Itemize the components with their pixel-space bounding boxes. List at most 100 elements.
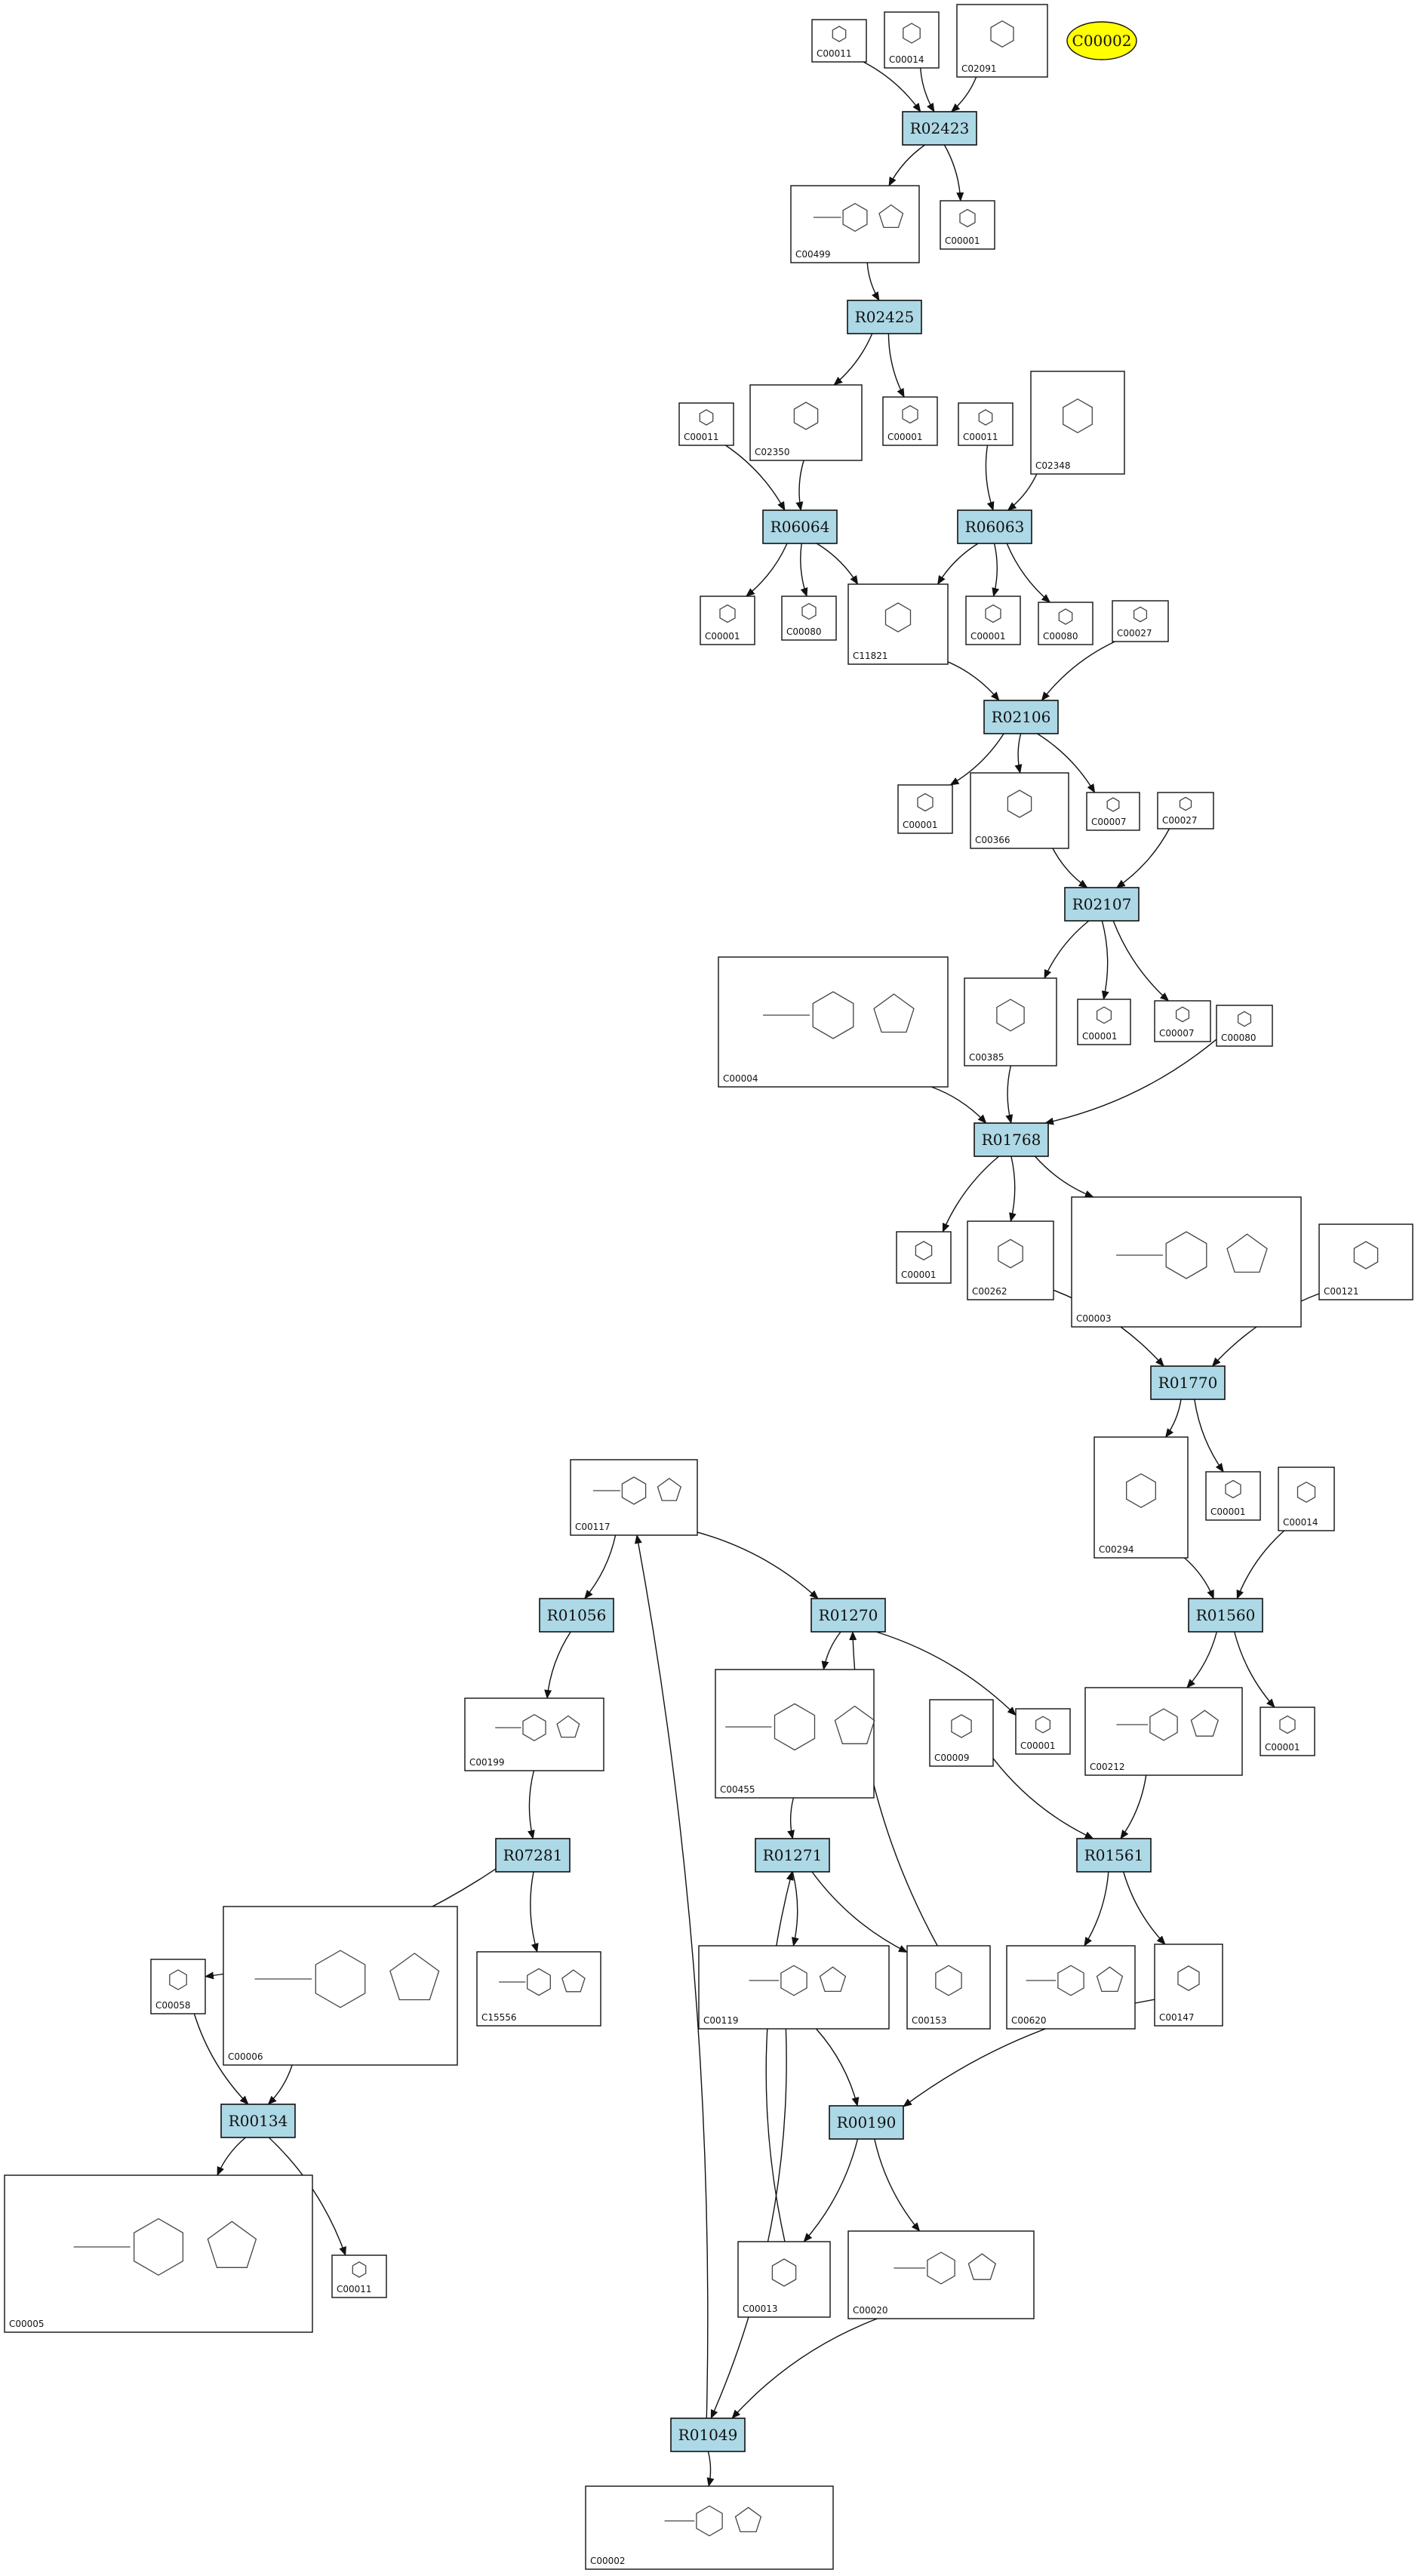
compound-node[interactable]: C00005 (4, 2174, 313, 2333)
compound-node[interactable]: C00007 (1154, 1000, 1211, 1042)
edge-arrow (985, 445, 995, 511)
reaction-node[interactable]: R00190 (829, 2105, 904, 2140)
edge-arrow (942, 1156, 1000, 1233)
compound-node[interactable]: C02091 (956, 4, 1048, 78)
structure-glyph (1237, 1011, 1252, 1027)
compound-node[interactable]: C00014 (884, 11, 940, 69)
compound-node[interactable]: C00011 (331, 2254, 387, 2298)
structure-glyph (967, 2253, 996, 2280)
compound-node[interactable]: C00009 (929, 1699, 994, 1767)
compound-node[interactable]: C02350 (749, 384, 863, 461)
reaction-node[interactable]: R06064 (762, 509, 838, 544)
structure-glyph (1126, 1473, 1156, 1509)
reaction-node[interactable]: R06063 (957, 509, 1032, 544)
edge-arrow (217, 2137, 246, 2176)
compound-node[interactable]: C00014 (1278, 1467, 1335, 1531)
reaction-node[interactable]: R01270 (811, 1598, 886, 1633)
compound-id: C00014 (889, 54, 924, 65)
compound-id: C00366 (975, 835, 1010, 845)
compound-node[interactable]: C02348 (1030, 371, 1125, 475)
compound-node[interactable]: C00001 (897, 784, 953, 834)
compound-node[interactable]: C00011 (678, 402, 734, 446)
edge-arrow (544, 1631, 571, 1699)
compound-node[interactable]: C00620 (1006, 1945, 1136, 2030)
edge-arrow (795, 460, 804, 511)
compound-node[interactable]: C00080 (1038, 602, 1093, 645)
reaction-node[interactable]: R02423 (902, 111, 977, 146)
compound-node[interactable]: C00001 (965, 596, 1021, 645)
compound-box (1006, 1945, 1136, 2030)
compound-node[interactable]: C00455 (715, 1669, 875, 1799)
edge-arrow (1037, 733, 1096, 793)
compound-node[interactable]: C15556 (476, 1951, 601, 2027)
reaction-node[interactable]: R01271 (755, 1838, 830, 1873)
compound-box (967, 1220, 1054, 1300)
compound-id: C00001 (1210, 1507, 1246, 1517)
compound-node[interactable]: C00117 (570, 1459, 698, 1536)
structure-glyph (998, 1239, 1023, 1269)
compound-node[interactable]: C00147 (1154, 1944, 1223, 2027)
compound-node[interactable]: C00001 (1015, 1708, 1071, 1755)
compound-node[interactable]: C00121 (1318, 1223, 1413, 1300)
reaction-node[interactable]: R01560 (1188, 1598, 1263, 1633)
compound-node[interactable]: C00003 (1071, 1196, 1302, 1328)
compound-node[interactable]: C00001 (896, 1231, 952, 1284)
compound-id: C00013 (743, 2304, 778, 2314)
reaction-node[interactable]: R00134 (220, 2104, 296, 2138)
reaction-node[interactable]: R01561 (1076, 1838, 1152, 1873)
edge-arrow (1044, 1039, 1217, 1125)
compound-node[interactable]: C00006 (223, 1906, 458, 2066)
compound-node[interactable]: C00212 (1084, 1687, 1243, 1776)
reaction-node[interactable]: R02425 (847, 300, 922, 334)
compound-node[interactable]: C00080 (1216, 1005, 1273, 1047)
start-compound-label: C00002 (1072, 32, 1132, 50)
structure-glyph (990, 20, 1014, 48)
structure-glyph (133, 2217, 184, 2276)
compound-id: C15556 (481, 2012, 517, 2023)
compound-node[interactable]: C00001 (1205, 1471, 1261, 1521)
compound-node[interactable]: C00199 (464, 1697, 604, 1771)
reaction-id: R01768 (982, 1131, 1041, 1149)
compound-node[interactable]: C00153 (906, 1945, 991, 2030)
compound-node[interactable]: C00013 (737, 2241, 831, 2318)
compound-box (1318, 1223, 1413, 1300)
reaction-id: R02425 (855, 308, 915, 326)
compound-node[interactable]: C00119 (698, 1945, 890, 2030)
compound-node[interactable]: C00002 (585, 2485, 834, 2570)
compound-node[interactable]: C00011 (811, 19, 867, 63)
compound-node[interactable]: C00001 (700, 596, 755, 645)
compound-node[interactable]: C00385 (964, 977, 1057, 1066)
reaction-node[interactable]: R01049 (670, 2418, 746, 2452)
compound-node[interactable]: C00001 (882, 396, 938, 446)
reaction-node[interactable]: R02107 (1064, 887, 1140, 922)
edge-arrow (1084, 1871, 1109, 1947)
reaction-node[interactable]: R01056 (539, 1598, 614, 1633)
reaction-box (495, 1838, 571, 1873)
compound-id: C00020 (853, 2305, 888, 2316)
reaction-node[interactable]: R01770 (1150, 1365, 1226, 1400)
compound-node[interactable]: C00001 (1077, 999, 1131, 1045)
compound-box (1278, 1467, 1335, 1531)
reaction-node[interactable]: R01768 (974, 1122, 1049, 1157)
compound-node[interactable]: C00001 (940, 200, 995, 250)
start-compound-badge[interactable] (1066, 21, 1137, 60)
compound-node[interactable]: C00027 (1112, 600, 1169, 642)
compound-node[interactable]: C00294 (1093, 1436, 1189, 1559)
compound-box (1093, 1436, 1189, 1559)
compound-node[interactable]: C11821 (847, 583, 949, 665)
reaction-node[interactable]: R02106 (983, 700, 1059, 734)
compound-node[interactable]: C00007 (1086, 792, 1140, 831)
compound-node[interactable]: C00366 (970, 772, 1069, 849)
compound-node[interactable]: C00262 (967, 1220, 1054, 1300)
compound-node[interactable]: C00080 (781, 596, 837, 641)
compound-id: C00001 (1020, 1740, 1056, 1751)
edge-arrow (1041, 641, 1115, 701)
compound-node[interactable]: C00499 (790, 185, 920, 263)
compound-node[interactable]: C00020 (847, 2230, 1035, 2319)
compound-node[interactable]: C00001 (1260, 1707, 1315, 1756)
compound-node[interactable]: C00027 (1157, 792, 1214, 829)
reaction-node[interactable]: R07281 (495, 1838, 571, 1873)
compound-node[interactable]: C00058 (150, 1959, 206, 2014)
compound-node[interactable]: C00011 (958, 402, 1014, 446)
compound-node[interactable]: C00004 (718, 956, 949, 1088)
